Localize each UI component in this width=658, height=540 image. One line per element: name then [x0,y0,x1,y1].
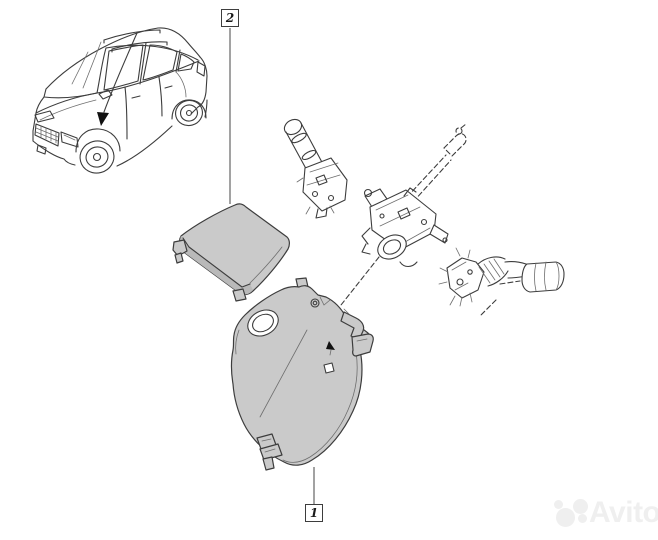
side-mirror [98,89,113,100]
column-location-arrow [97,32,138,126]
callout-label-2: 2 [225,11,235,25]
right-stalk-switch [438,247,565,317]
bottom-clips [256,433,283,471]
headlight-far [34,110,55,123]
steering-lock-assembly [361,123,467,268]
callout-box-2: 2 [221,9,239,27]
watermark-text: Avito [589,496,658,529]
callout-leader-lines [229,28,380,504]
side-brackets [340,308,374,357]
cover-tab-bottom [232,288,247,302]
molded-arrow-marker [326,341,335,356]
front-grille [34,123,60,147]
headlight-near [60,131,79,148]
rear-wheel [175,99,203,127]
taillight [196,61,206,77]
lower-column-cover-part [230,277,374,471]
assembly-dashed-leader [340,256,380,306]
callout-box-1: 1 [305,504,323,522]
stalk-switch-body [302,157,348,212]
cover-tab-left [172,239,188,257]
avito-watermark: Avito [549,492,658,534]
watermark-logo-dot [578,514,587,523]
square-opening [323,362,335,374]
front-wheel [79,140,115,174]
watermark-logo-dot [573,499,588,514]
upper-column-cover-part [172,203,290,302]
watermark-logo-dot [554,500,563,509]
callout-label-1: 1 [309,506,319,520]
vehicle-illustration [32,27,208,174]
watermark-logo-dot [556,508,575,527]
ignition-ring-hole [247,309,279,337]
left-stalk-switch [283,118,348,219]
dashed-shaft [406,123,467,203]
